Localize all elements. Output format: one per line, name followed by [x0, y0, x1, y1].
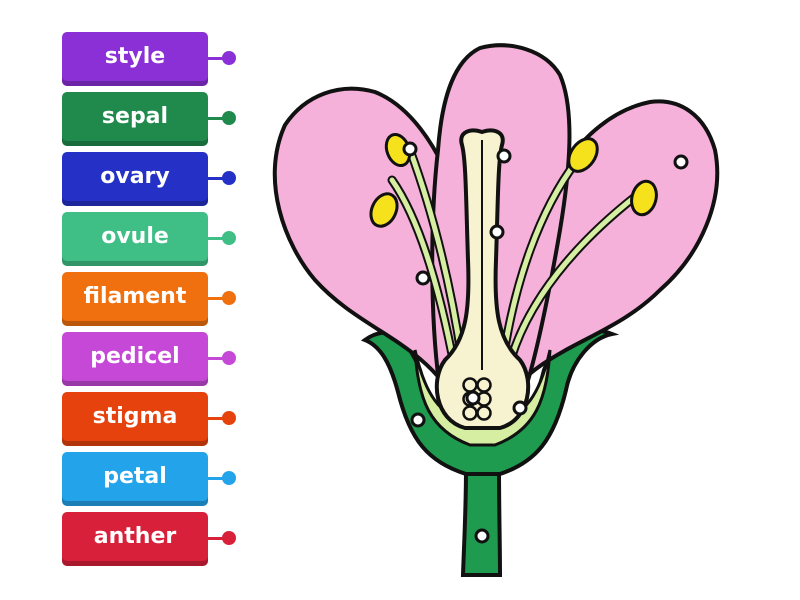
- label-row-sepal: sepal: [62, 92, 262, 152]
- label-tile-pedicel[interactable]: pedicel: [62, 332, 208, 386]
- connector-line: [208, 357, 224, 360]
- label-tile-filament[interactable]: filament: [62, 272, 208, 326]
- pedicel-stem: [460, 466, 503, 577]
- label-text: style: [104, 44, 166, 69]
- hotspot[interactable]: [465, 390, 481, 406]
- label-row-petal: petal: [62, 452, 262, 512]
- label-text: ovule: [101, 224, 169, 249]
- label-row-filament: filament: [62, 272, 262, 332]
- label-tile-petal[interactable]: petal: [62, 452, 208, 506]
- hotspot[interactable]: [474, 528, 490, 544]
- connector-dot[interactable]: [222, 231, 236, 245]
- label-row-ovary: ovary: [62, 152, 262, 212]
- connector-dot[interactable]: [222, 171, 236, 185]
- petal-left: [272, 86, 472, 402]
- connector-line: [208, 57, 224, 60]
- hotspot[interactable]: [512, 400, 528, 416]
- label-tile-stigma[interactable]: stigma: [62, 392, 208, 446]
- hotspot[interactable]: [489, 224, 505, 240]
- label-text: ovary: [100, 164, 170, 189]
- label-row-pedicel: pedicel: [62, 332, 262, 392]
- hotspot[interactable]: [496, 148, 512, 164]
- label-tile-anther[interactable]: anther: [62, 512, 208, 566]
- connector-line: [208, 537, 224, 540]
- label-text: pedicel: [90, 344, 180, 369]
- label-row-ovule: ovule: [62, 212, 262, 272]
- connector-line: [208, 477, 224, 480]
- label-tile-ovary[interactable]: ovary: [62, 152, 208, 206]
- label-bank: style sepal ovary ovule filament pedicel stigm…: [62, 32, 262, 572]
- connector-dot[interactable]: [222, 411, 236, 425]
- label-text: stigma: [92, 404, 178, 429]
- connector-dot[interactable]: [222, 471, 236, 485]
- connector-line: [208, 297, 224, 300]
- label-tile-sepal[interactable]: sepal: [62, 92, 208, 146]
- filaments: [387, 145, 641, 375]
- connector-dot[interactable]: [222, 531, 236, 545]
- label-row-anther: anther: [62, 512, 262, 572]
- label-text: petal: [103, 464, 167, 489]
- connector-line: [208, 117, 224, 120]
- hotspot[interactable]: [402, 141, 418, 157]
- label-text: sepal: [101, 104, 169, 129]
- hotspot[interactable]: [410, 412, 426, 428]
- connector-line: [208, 417, 224, 420]
- hotspots[interactable]: [402, 141, 689, 544]
- connector-dot[interactable]: [222, 291, 236, 305]
- label-tile-style[interactable]: style: [62, 32, 208, 86]
- label-tile-ovule[interactable]: ovule: [62, 212, 208, 266]
- label-text: anther: [93, 524, 177, 549]
- label-row-stigma: stigma: [62, 392, 262, 452]
- hotspot[interactable]: [673, 154, 689, 170]
- connector-line: [208, 177, 224, 180]
- anthers: [369, 133, 658, 228]
- label-row-style: style: [62, 32, 262, 92]
- connector-line: [208, 237, 224, 240]
- connector-dot[interactable]: [222, 111, 236, 125]
- connector-dot[interactable]: [222, 51, 236, 65]
- label-text: filament: [83, 284, 187, 309]
- hotspot[interactable]: [415, 270, 431, 286]
- connector-dot[interactable]: [222, 351, 236, 365]
